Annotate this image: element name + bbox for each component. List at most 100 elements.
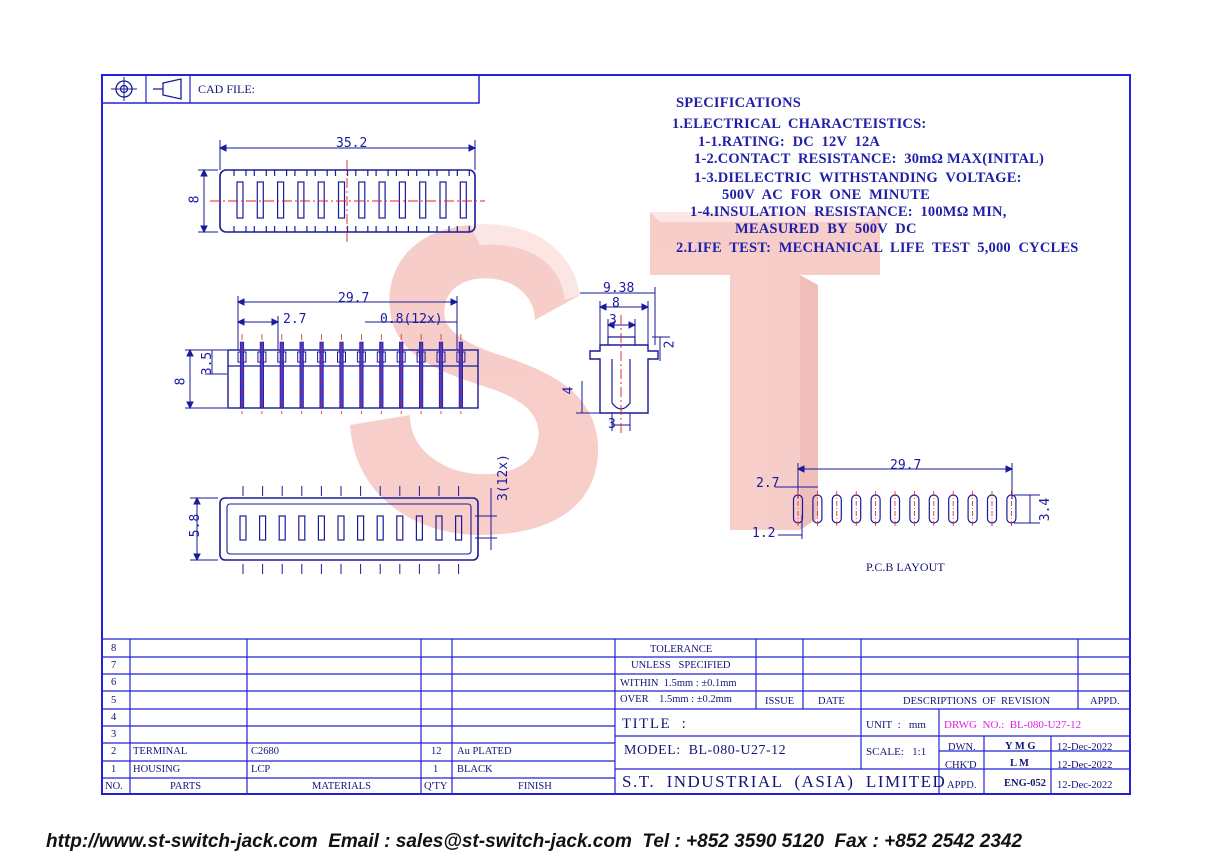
header-parts: PARTS [170,781,202,792]
bottom-view-pin [278,515,286,541]
pcb-layout-label: P.C.B LAYOUT [866,560,945,574]
dim-top-height: 8 [187,195,203,204]
side-view-pin [317,334,327,414]
dim-end-8: 8 [612,296,620,311]
dim-end-3a: 3 [609,313,617,328]
model-number: MODEL: BL-080-U27-12 [624,743,787,758]
dim-end-3b: 3 [608,417,616,432]
top-view-pin [459,181,467,219]
part-terminal-finish: Au PLATED [457,746,512,757]
drawing-number: DRWG NO.: BL-080-U27-12 [944,719,1082,731]
pcb-pad [948,491,959,527]
part-housing-name: HOUSING [133,764,181,775]
pcb-pad [831,491,842,527]
top-view-pin [297,181,305,219]
chk-label: CHK'D [945,760,977,771]
spec-line-2: 1-1.RATING: DC 12V 12A [698,134,881,150]
side-view-drawing [185,296,479,414]
dim-side-pitch: 2.7 [283,312,307,327]
title-block-grid [101,638,1131,795]
appd-date: 12-Dec-2022 [1057,780,1113,791]
spec-line-5: 500V AC FOR ONE MINUTE [722,187,930,203]
row-number-3: 3 [111,729,117,740]
header-materials: MATERIALS [312,781,371,792]
dwn-date: 12-Dec-2022 [1057,742,1113,753]
dim-side-width: 29.7 [338,291,370,306]
spec-line-1: 1.ELECTRICAL CHARACTEISTICS: [672,116,927,132]
end-view-drawing [576,287,670,433]
spec-line-4: 1-3.DIELECTRIC WITHSTANDING VOLTAGE: [694,170,1022,186]
title-label: TITLE : [622,716,688,732]
dim-bottom-3-12x: 3(12x) [495,454,511,501]
spec-line-3: 1-2.CONTACT RESISTANCE: 30mΩ MAX(INITAL) [694,151,1045,167]
side-view-pin [436,334,446,414]
dim-pcb-29-7: 29.7 [890,458,922,473]
side-view-pin [297,334,307,414]
bottom-view-pin [415,515,423,541]
part-housing-material: LCP [251,764,271,775]
bottom-view-pin [357,515,365,541]
bottom-view-pin [396,515,404,541]
side-view-pin [257,334,267,414]
revision-appd: APPD. [1090,696,1120,707]
row-number-2: 2 [111,746,117,757]
header-qty: Q'TY [424,781,448,792]
top-view-pin [378,181,386,219]
contact-footer: http://www.st-switch-jack.com Email : sa… [46,831,1023,852]
bottom-view-pin [298,515,306,541]
cad-file-label: CAD FILE: [198,82,255,96]
side-view-pin [376,334,386,414]
bottom-view-pin [317,515,325,541]
header-finish: FINISH [518,781,552,792]
company-name: S.T. INDUSTRIAL (ASIA) LIMITED [622,772,947,791]
top-view-pin [236,181,244,219]
revision-date: DATE [818,696,845,707]
unit-label: UNIT : mm [866,719,926,731]
row-number-8: 8 [111,643,117,654]
spec-line-8: 2.LIFE TEST: MECHANICAL LIFE TEST 5,000 … [676,240,1079,256]
bottom-view-pin [455,515,463,541]
part-terminal-name: TERMINAL [133,746,188,757]
side-view-pin [456,334,466,414]
chk-who: L M [1010,758,1029,769]
side-view-pin [237,334,247,414]
tolerance-over: OVER 1.5mm : ±0.2mm [620,694,732,705]
top-view-pin [256,181,264,219]
projection-symbol-box [101,74,480,104]
part-terminal-material: C2680 [251,746,280,757]
row-number-4: 4 [111,712,117,723]
top-view-pin [419,181,427,219]
row-number-7: 7 [111,660,117,671]
part-housing-qty: 1 [433,764,439,775]
side-view-pin [277,334,287,414]
top-view-pin [337,181,346,219]
bottom-view-pin [258,515,267,541]
top-view-pin [398,181,406,219]
bottom-view-drawing [190,486,497,574]
dim-side-h1: 3.5 [200,351,216,376]
dim-bottom-5-8: 5.8 [188,513,204,538]
part-terminal-qty: 12 [431,746,442,757]
header-no: NO. [105,781,123,792]
pcb-pad [889,491,901,527]
specs-heading: SPECIFICATIONS [676,95,802,111]
side-view-pin [356,334,366,414]
pcb-pad [851,491,862,527]
pcb-pad [928,491,939,527]
bottom-view-pin [435,515,443,541]
pcb-pad [1006,491,1017,527]
pcb-pad [812,491,823,527]
appd-label: APPD. [947,780,977,791]
dim-end-2: 2 [662,340,678,349]
side-view-pin [416,334,426,414]
appd-who: ENG-052 [1004,778,1046,789]
top-view-pin [439,181,447,219]
row-number-6: 6 [111,677,117,688]
pcb-pad [870,491,881,527]
dwn-label: DWN. [948,742,976,753]
dim-pcb-3-4: 3.4 [1038,497,1054,522]
revision-issue: ISSUE [765,696,795,707]
bottom-view-pin [337,515,345,541]
dim-end-4: 4 [561,386,577,395]
row-number-5: 5 [111,695,117,706]
